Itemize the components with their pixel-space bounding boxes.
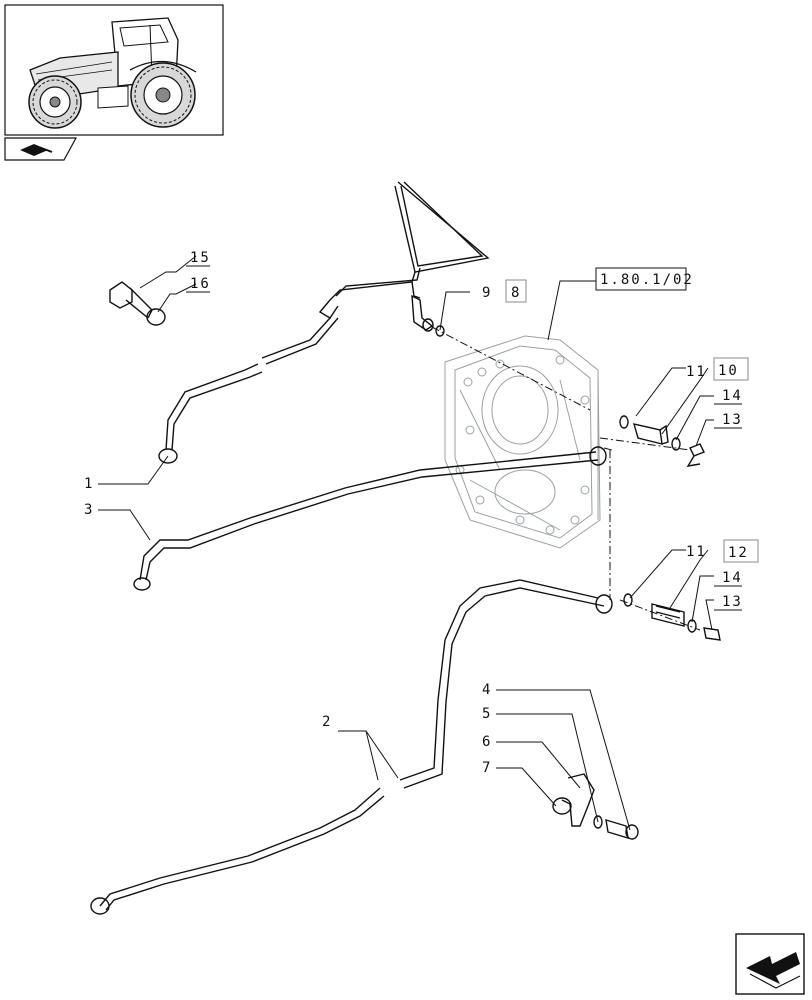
callout-1: 1 [84, 476, 94, 492]
callout-3: 3 [84, 502, 94, 518]
callout-13-lower: 13 [722, 594, 743, 610]
book-icon [20, 144, 53, 156]
callout-11-lower: 11 [686, 544, 707, 560]
callout-7: 7 [482, 760, 492, 776]
gearbox-housing [444, 335, 601, 549]
callout-4: 4 [482, 682, 492, 698]
fitting-part-12[interactable] [623, 593, 721, 641]
callout-11-upper: 11 [686, 364, 707, 380]
callout-5: 5 [482, 706, 492, 722]
leader-lines [98, 255, 714, 831]
callout-14-lower: 14 [722, 570, 743, 586]
bolt-part-15[interactable] [109, 281, 153, 319]
callout-labels: 15 16 1 3 2 4 5 6 7 9 8 11 10 14 13 11 1… [84, 250, 759, 776]
callout-6: 6 [482, 734, 492, 750]
banjo-fitting-9[interactable] [411, 294, 445, 337]
callout-13-upper: 13 [722, 412, 743, 428]
reference-box-1-80-1-02[interactable]: 1.80.1/02 [595, 267, 694, 291]
next-page-button[interactable] [735, 933, 805, 995]
tractor-icon [28, 17, 197, 129]
assembly-axis-lines [431, 326, 701, 631]
o-ring-part-16[interactable] [146, 308, 166, 326]
section-nav-tab[interactable] [4, 137, 78, 161]
pipe-part-1[interactable] [158, 181, 490, 464]
pipe-part-3[interactable] [133, 446, 607, 591]
callout-14-upper: 14 [722, 388, 743, 404]
callout-2: 2 [322, 714, 332, 730]
tractor-thumbnail[interactable] [4, 4, 224, 136]
callout-15: 15 [190, 250, 211, 266]
fitting-part-10[interactable] [619, 415, 705, 467]
back-arrow-icon [746, 952, 801, 989]
callout-8: 8 [511, 285, 521, 301]
pipe-part-2[interactable] [90, 579, 613, 915]
callout-12: 12 [728, 545, 749, 561]
clamp-assembly[interactable] [552, 773, 639, 840]
reference-box-label: 1.80.1/02 [600, 272, 694, 288]
callout-9: 9 [482, 285, 492, 301]
callout-10: 10 [718, 363, 739, 379]
callout-16: 16 [190, 276, 211, 292]
